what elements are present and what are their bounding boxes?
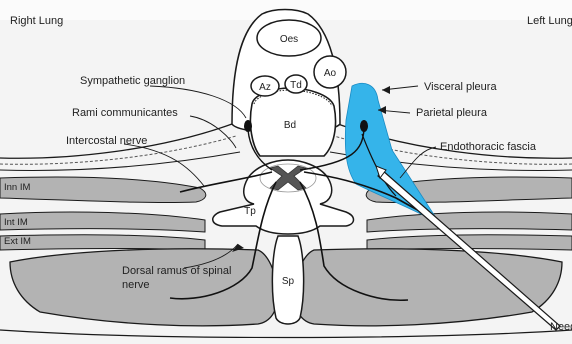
label-az: Az <box>259 82 271 93</box>
label-bd: Bd <box>284 120 296 131</box>
label-sp: Sp <box>282 276 295 287</box>
label-dorsal-ramus-1: Dorsal ramus of spinal <box>122 265 231 277</box>
label-intercostal-nerve: Intercostal nerve <box>66 135 147 147</box>
label-inn-im: Inn IM <box>4 182 30 193</box>
erector-spinae-left <box>294 249 562 326</box>
label-needle: Needle <box>550 321 572 333</box>
label-endothoracic-fascia: Endothoracic fascia <box>440 141 537 153</box>
label-parietal-pleura: Parietal pleura <box>416 107 488 119</box>
label-rami-communicantes: Rami communicantes <box>72 107 178 119</box>
label-int-im: Int IM <box>4 217 28 228</box>
label-ext-im: Ext IM <box>4 236 31 247</box>
label-visceral-pleura: Visceral pleura <box>424 81 497 93</box>
label-sympathetic-ganglion: Sympathetic ganglion <box>80 75 185 87</box>
label-right-lung: Right Lung <box>10 15 63 27</box>
label-oes: Oes <box>280 34 298 45</box>
label-left-lung: Left Lung <box>527 15 572 27</box>
label-ao: Ao <box>324 68 337 79</box>
label-td: Td <box>290 80 302 91</box>
label-tp: Tp <box>244 206 256 217</box>
label-dorsal-ramus-2: nerve <box>122 279 150 291</box>
